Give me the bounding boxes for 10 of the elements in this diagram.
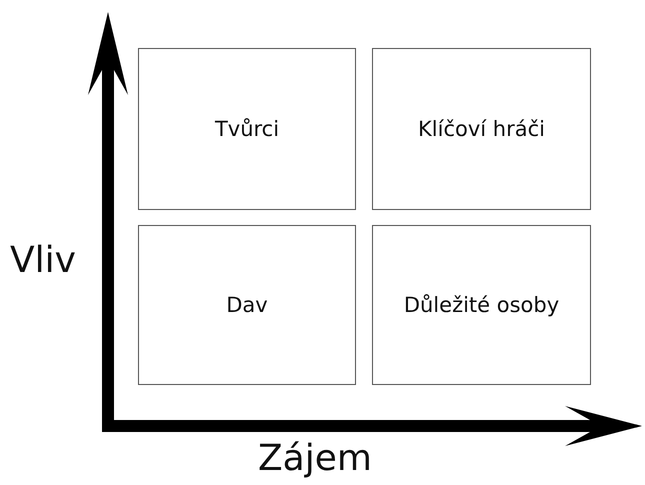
quadrant-label: Tvůrci <box>214 117 280 141</box>
quadrant-box <box>372 48 591 210</box>
quadrant-box <box>372 225 591 385</box>
axis-label: Zájem <box>258 438 372 479</box>
quadrant-label: Klíčoví hráči <box>418 117 545 141</box>
axis-label: Vliv <box>10 240 76 281</box>
quadrant-label: Dav <box>226 293 268 317</box>
quadrant-label: Důležité osoby <box>404 293 560 317</box>
quadrant-box <box>138 225 356 385</box>
quadrant-box <box>138 48 356 210</box>
